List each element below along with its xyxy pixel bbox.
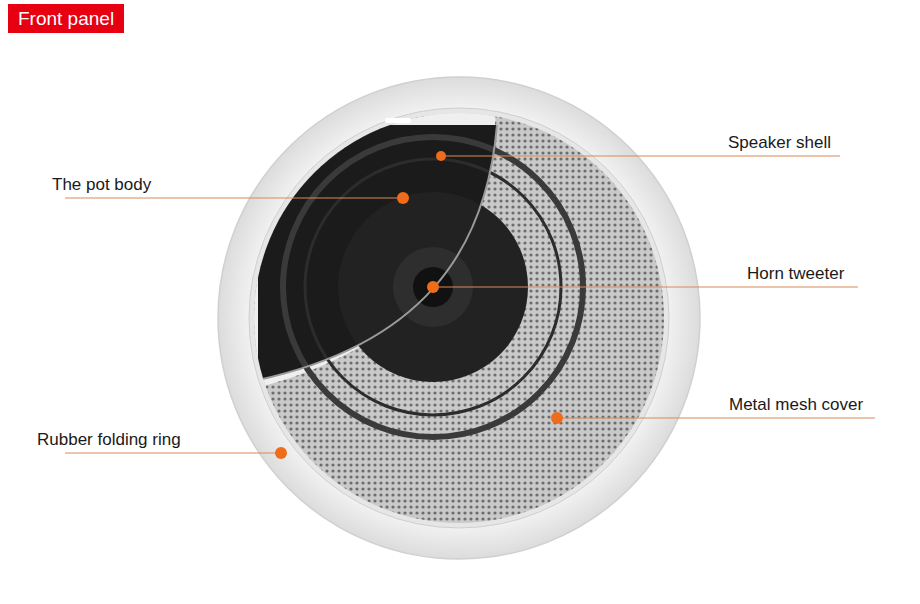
leader-lines: [65, 156, 875, 453]
part-label: The pot body: [50, 175, 153, 195]
part-label: Metal mesh cover: [727, 395, 865, 415]
title: Front panel: [18, 8, 114, 30]
rubber-ring: [218, 77, 700, 559]
part-label: Horn tweeter: [745, 264, 846, 284]
callout-dots: [275, 151, 563, 459]
speaker-cutout: [240, 100, 583, 437]
mesh-cover: [254, 113, 664, 523]
ring-inner-edge: [249, 108, 669, 528]
part-label: Speaker shell: [726, 133, 833, 153]
part-label: Rubber folding ring: [35, 430, 183, 450]
title-banner: Front panel: [8, 4, 124, 33]
